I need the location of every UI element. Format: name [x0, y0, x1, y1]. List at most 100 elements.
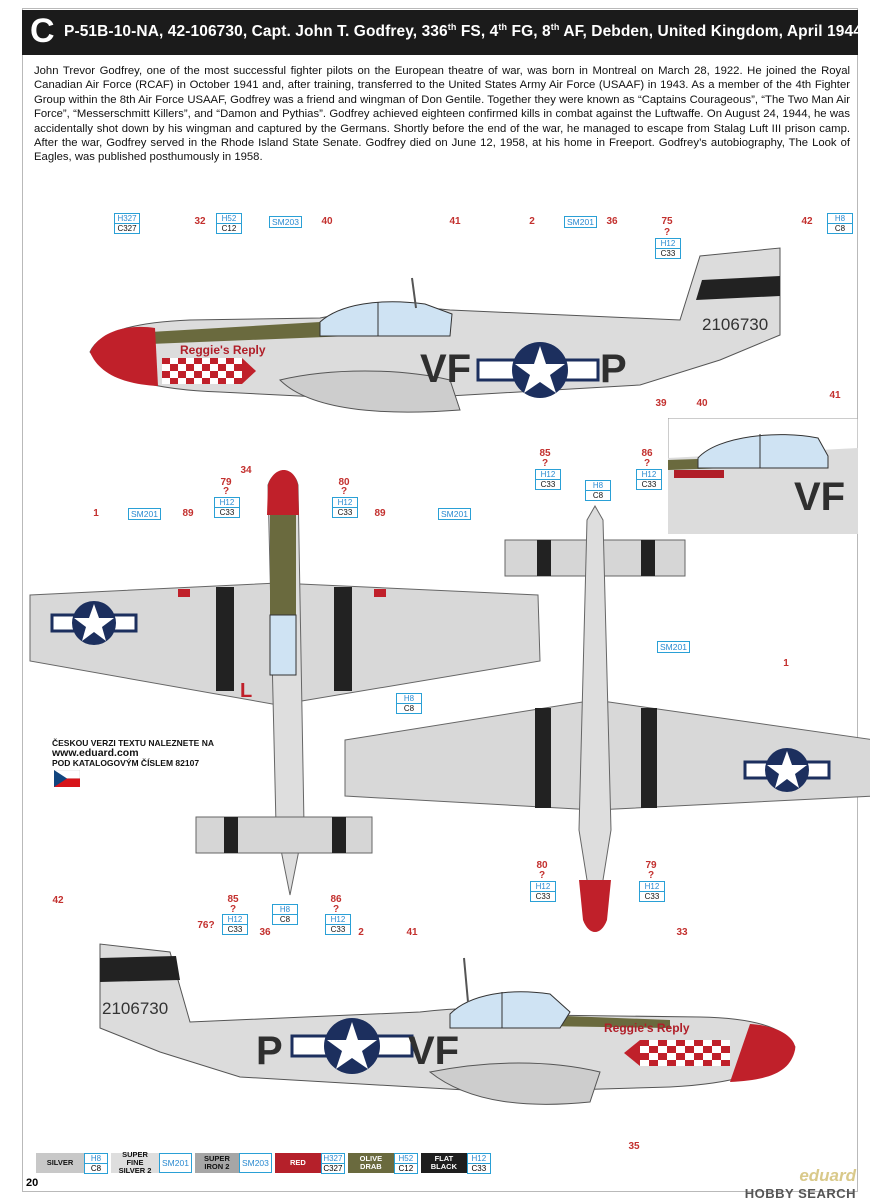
legend-olive-chip: OLIVE DRAB: [347, 1153, 394, 1173]
page-number: 20: [26, 1177, 39, 1189]
page-frame: [22, 8, 858, 1192]
legend-red-chip: RED: [274, 1153, 321, 1173]
czech-language-note: ČESKOU VERZI TEXTU NALEZNETE NA www.edua…: [52, 738, 214, 768]
under-callout-80-question: ?: [538, 870, 546, 881]
pilot-biography: John Trevor Godfrey, one of the most suc…: [34, 65, 850, 164]
wing-letter: L: [240, 680, 252, 702]
eduard-website-link[interactable]: www.eduard.com: [52, 747, 139, 759]
paint-code-super-iron: SM203: [269, 216, 302, 228]
legend-black-chip: FLAT BLACK: [420, 1153, 467, 1173]
profile-letter: C: [30, 12, 55, 50]
fuselage-star-right: [290, 1018, 414, 1074]
eduard-logo: eduard: [799, 1166, 856, 1185]
nose-checker-band: [162, 358, 256, 384]
paint-code-fine-silver: SM201: [564, 216, 597, 228]
code-letters-left: VF: [420, 347, 471, 391]
under-callout-80: 80: [536, 860, 548, 871]
bottom-callout-42: 42: [52, 895, 64, 906]
nose-checker-band-right: [624, 1040, 730, 1066]
callout-41: 41: [449, 216, 461, 227]
legend-super-iron: SUPER IRON 2 SM203: [194, 1152, 272, 1174]
tail-serial: 2106730: [702, 315, 768, 334]
plan-bottom-callout-86: 86: [330, 894, 342, 905]
bottom-callout-35: 35: [628, 1141, 640, 1152]
under-callout-86: 86: [641, 448, 653, 459]
bottom-callout-2: 2: [358, 927, 364, 938]
detail-code-letters: VF: [794, 475, 845, 519]
hobby-search-watermark: HOBBY SEARCH: [744, 1186, 856, 1201]
legend-super-iron-code: SM203: [238, 1153, 272, 1173]
under-sm201: SM201: [657, 641, 690, 653]
plan-callout-89-right: 89: [374, 508, 386, 519]
legend-fine-silver-chip: SUPER FINE SILVER 2: [111, 1151, 159, 1175]
profile-title: P-51B-10-NA, 42-106730, Capt. John T. Go…: [64, 22, 862, 41]
fuselage-star-insignia: [476, 342, 600, 398]
plan-sm201-right: SM201: [438, 508, 471, 520]
legend-fine-silver: SUPER FINE SILVER 2 SM201: [111, 1151, 192, 1175]
callout-75-question: ?: [663, 227, 671, 238]
plan-callout-80-question: ?: [340, 486, 348, 497]
wing-star-insignia: [50, 601, 138, 645]
canopy-detail-inset: VF: [668, 418, 858, 534]
left-side-profile: Reggie's Reply VF P 2106730: [89, 247, 781, 413]
bottom-callout-76: 76?: [197, 920, 215, 931]
nose-art-name: Reggie's Reply: [180, 343, 266, 357]
plan-callout-1: 1: [93, 508, 99, 519]
plan-bottom-callout-86-question: ?: [332, 904, 340, 915]
callout-40: 40: [321, 216, 333, 227]
profile-header: C P-51B-10-NA, 42-106730, Capt. John T. …: [22, 10, 862, 55]
callout-34: 34: [240, 465, 252, 476]
callout-2: 2: [529, 216, 535, 227]
detail-callout-41: 41: [829, 390, 841, 401]
plan-bottom-callout-85-question: ?: [229, 904, 237, 915]
under-callout-1: 1: [783, 658, 789, 669]
bottom-callout-33: 33: [676, 927, 688, 938]
under-callout-79-question: ?: [647, 870, 655, 881]
right-side-profile: Reggie's Reply 2106730 P VF: [99, 943, 796, 1105]
plan-sm201-left: SM201: [128, 508, 161, 520]
legend-silver-chip: SILVER: [36, 1153, 84, 1173]
underside-star-insignia: [743, 748, 831, 792]
callout-75: 75: [661, 216, 673, 227]
callout-36: 36: [606, 216, 618, 227]
top-plan-view: L: [29, 470, 541, 896]
bottom-callout-41: 41: [406, 927, 418, 938]
under-callout-85-question: ?: [541, 458, 549, 469]
detail-callout-40: 40: [696, 398, 708, 409]
plan-callout-89-left: 89: [182, 508, 194, 519]
czech-flag-icon: [54, 770, 80, 787]
nose-art-name-right: Reggie's Reply: [604, 1021, 690, 1035]
plan-callout-79: 79: [220, 477, 232, 488]
brand-logo: eduard HOBBY SEARCH: [745, 1166, 856, 1201]
plan-bottom-callout-85: 85: [227, 894, 239, 905]
plan-callout-79-question: ?: [222, 486, 230, 497]
under-callout-85: 85: [539, 448, 551, 459]
code-letter-right-side: P: [256, 1029, 283, 1073]
code-letter-right: P: [600, 347, 627, 391]
legend-super-iron-chip: SUPER IRON 2: [194, 1153, 239, 1173]
underside-plan-view: [344, 504, 870, 932]
callout-32: 32: [194, 216, 206, 227]
legend-fine-silver-code: SM201: [159, 1153, 192, 1173]
bottom-callout-36: 36: [259, 927, 271, 938]
